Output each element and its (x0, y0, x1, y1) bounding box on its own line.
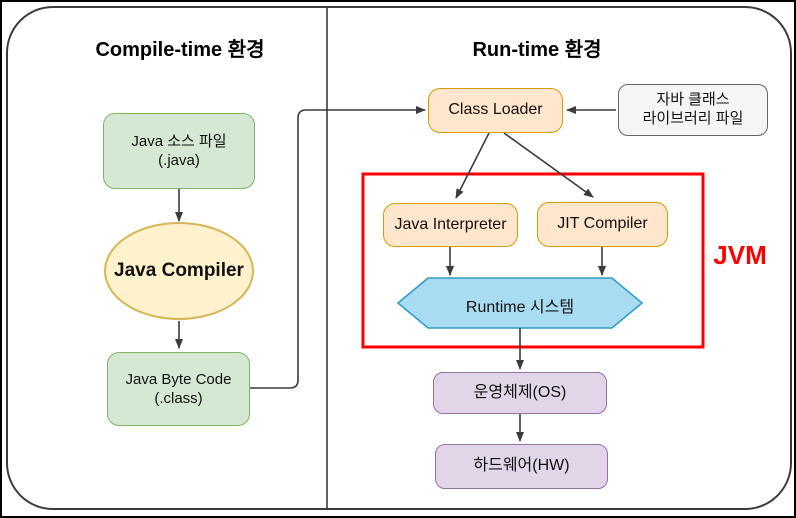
java-interpreter-box: Java Interpreter (383, 203, 518, 247)
arrow-classloader-to-interpreter (455, 132, 490, 199)
class-library-box: 자바 클래스 라이브러리 파일 (618, 84, 768, 136)
class-library-line1: 자바 클래스 (656, 91, 730, 109)
arrow-bytecode-to-classloader (250, 106, 426, 389)
class-library-line2: 라이브러리 파일 (642, 110, 744, 127)
jvm-boundary-rect (361, 172, 705, 349)
class-loader-box: Class Loader (428, 88, 563, 133)
runtime-system-label: Runtime 시스템 (465, 299, 575, 316)
arrow-classloader-to-jit (503, 132, 594, 198)
java-source-line1: Java 소스 파일 (131, 132, 227, 150)
outer-container-border (6, 6, 792, 510)
java-byte-code-line1: Java Byte Code (125, 370, 232, 388)
jit-compiler-label: JIT Compiler (557, 215, 648, 233)
os-box: 운영체제(OS) (433, 372, 607, 414)
java-source-box: Java 소스 파일 (.java) (103, 113, 255, 189)
java-compiler-label: Java Compiler (114, 260, 244, 281)
hardware-box: 하드웨어(HW) (435, 444, 608, 489)
run-time-title: Run-time 환경 (472, 39, 602, 61)
runtime-system-hexagon (396, 277, 644, 329)
jit-compiler-box: JIT Compiler (537, 202, 668, 247)
java-interpreter-label: Java Interpreter (394, 215, 507, 233)
java-byte-code-line2: (.class) (154, 390, 203, 407)
hardware-label: 하드웨어(HW) (473, 457, 570, 475)
os-label: 운영체제(OS) (473, 383, 567, 401)
class-loader-label: Class Loader (448, 101, 543, 119)
java-byte-code-box: Java Byte Code (.class) (107, 352, 250, 426)
java-source-line2: (.java) (158, 152, 200, 169)
jvm-badge-label: JVM (713, 240, 767, 270)
compile-time-title: Compile-time 환경 (95, 39, 265, 61)
java-compiler-ellipse (104, 222, 254, 320)
